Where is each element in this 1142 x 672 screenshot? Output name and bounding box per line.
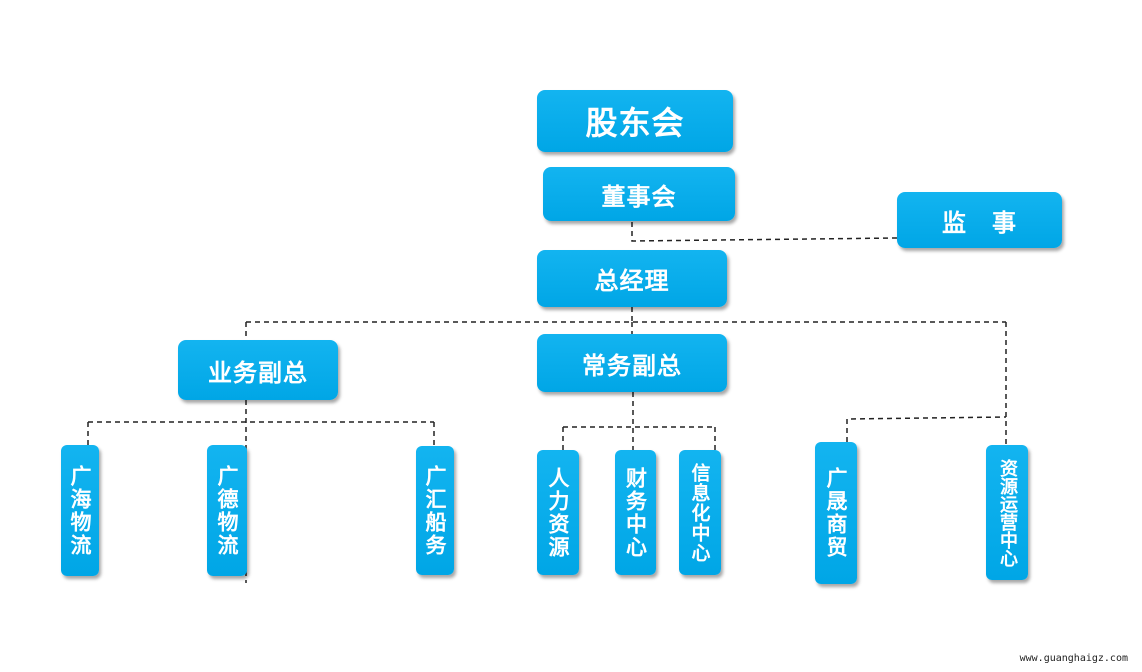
board-box: 董事会 <box>543 167 735 221</box>
connector-board-supervisor <box>631 222 898 242</box>
site-watermark: www.guanghaigz.com <box>1019 653 1128 664</box>
dept-guanghai-logistics-label: 广海物流 <box>68 464 92 557</box>
dept-guangsheng-trade-label: 广晟商贸 <box>824 467 848 559</box>
dept-human-resources: 人力资源 <box>537 450 579 575</box>
shareholders-label: 股东会 <box>585 104 685 142</box>
dept-finance-center: 财务中心 <box>615 450 656 575</box>
supervisor-box: 监 事 <box>897 192 1062 248</box>
dept-guanghui-shipping: 广汇船务 <box>416 446 454 575</box>
general-manager-box: 总经理 <box>537 250 727 307</box>
general-manager-label: 总经理 <box>594 267 670 295</box>
executive-deputy-label: 常务副总 <box>582 351 682 380</box>
dept-guanghai-logistics: 广海物流 <box>61 445 99 576</box>
dept-guangde-logistics: 广德物流 <box>207 445 247 576</box>
dept-it-center: 信息化中心 <box>679 450 721 575</box>
executive-deputy-box: 常务副总 <box>537 334 727 392</box>
dept-finance-center-label: 财务中心 <box>623 466 648 559</box>
dept-guangde-logistics-label: 广德物流 <box>215 464 239 557</box>
connector-to-guangsheng <box>846 416 1007 442</box>
dept-human-resources-label: 人力资源 <box>546 466 570 559</box>
dept-guanghui-shipping-label: 广汇船务 <box>423 464 447 557</box>
dept-it-center-label: 信息化中心 <box>688 462 711 563</box>
shareholders-box: 股东会 <box>537 90 733 152</box>
dept-guangsheng-trade: 广晟商贸 <box>815 442 857 584</box>
board-label: 董事会 <box>601 182 677 211</box>
dept-resource-ops-center: 资源运营中心 <box>986 445 1028 580</box>
dept-resource-ops-center-label: 资源运营中心 <box>997 458 1018 567</box>
supervisor-label: 监 事 <box>942 208 1017 237</box>
business-deputy-box: 业务副总 <box>178 340 338 400</box>
business-deputy-label: 业务副总 <box>208 358 308 387</box>
